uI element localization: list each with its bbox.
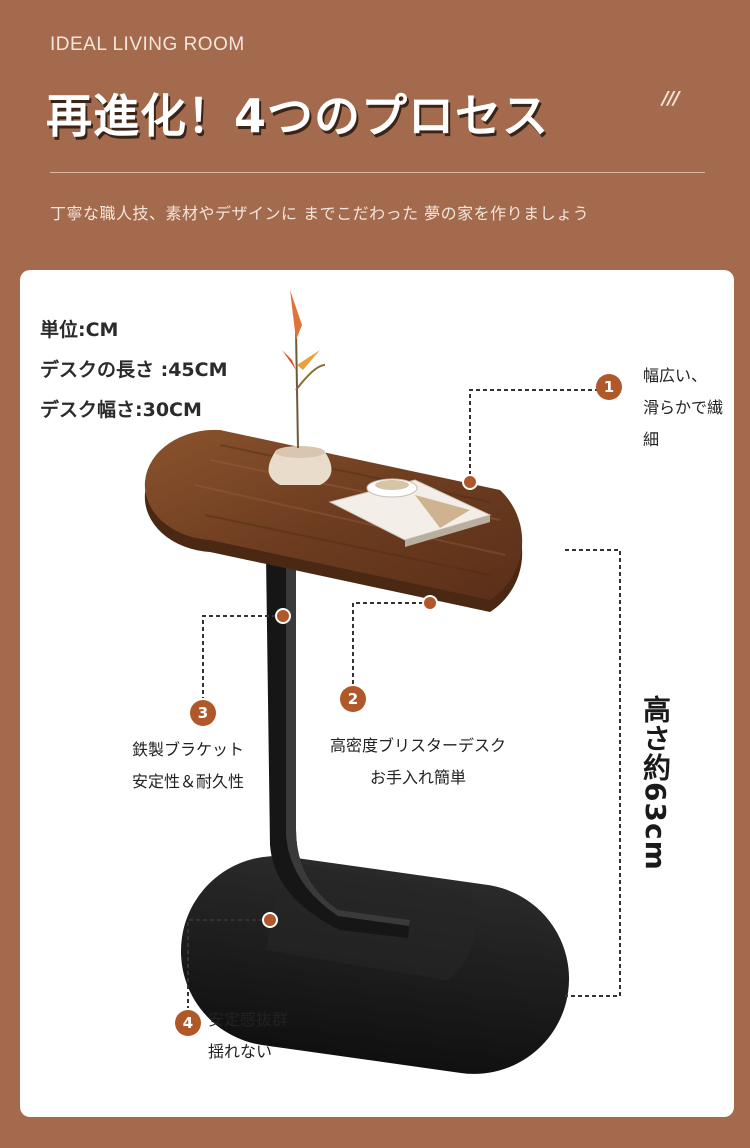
callout-3-badge: 3 xyxy=(190,700,216,726)
callout-4-text: 安定感抜群 揺れない xyxy=(208,1004,288,1068)
book-and-cup xyxy=(328,478,492,547)
callout-3-line xyxy=(202,608,291,698)
product-card: 単位:CM デスクの長さ :45CM デスク幅さ:30CM 1 幅広い、 滑らか… xyxy=(20,270,734,1117)
callout-2-badge: 2 xyxy=(340,686,366,712)
header-subtitle: IDEAL LIVING ROOM xyxy=(50,34,245,55)
callout-3-line2: 安定性＆耐久性 xyxy=(132,772,245,791)
vase-with-flower xyxy=(268,290,332,485)
callout-2-text: 高密度ブリスターデスク お手入れ簡単 xyxy=(318,730,518,794)
header-divider xyxy=(50,172,705,173)
height-label: 高さ約63cm xyxy=(639,695,672,871)
height-bracket xyxy=(565,549,621,997)
callout-2-line xyxy=(352,595,438,685)
callout-3-line1: 鉄製ブラケット xyxy=(132,740,245,759)
spec-unit: 単位:CM xyxy=(40,319,119,341)
callout-4-badge: 4 xyxy=(175,1010,201,1036)
spec-length: デスクの長さ :45CM xyxy=(40,359,228,381)
callout-4-line2: 揺れない xyxy=(208,1042,273,1061)
decorative-slashes: /// xyxy=(662,88,680,109)
callout-1-text: 幅広い、 滑らかで繊細 xyxy=(643,360,734,456)
callout-1-line xyxy=(462,389,598,490)
callout-1-line1: 幅広い、 xyxy=(643,366,708,385)
wood-tabletop xyxy=(144,429,523,612)
steel-stand xyxy=(266,555,410,938)
header-description: 丁寧な職人技、素材やデザインに までこだわった 夢の家を作りましょう xyxy=(50,204,590,223)
callout-1-line2: 滑らかで繊細 xyxy=(643,398,724,449)
callout-2-line2: お手入れ簡単 xyxy=(369,768,466,787)
callout-4-line xyxy=(187,912,278,1008)
callout-2-line1: 高密度ブリスターデスク xyxy=(329,736,506,755)
spec-width: デスク幅さ:30CM xyxy=(40,399,202,421)
page-title: 再進化！4つのプロセス xyxy=(46,89,550,143)
callout-4-line1: 安定感抜群 xyxy=(208,1010,289,1029)
callout-3-text: 鉄製ブラケット 安定性＆耐久性 xyxy=(132,734,244,798)
side-table-illustration xyxy=(144,290,621,1074)
callout-1-badge: 1 xyxy=(596,374,622,400)
